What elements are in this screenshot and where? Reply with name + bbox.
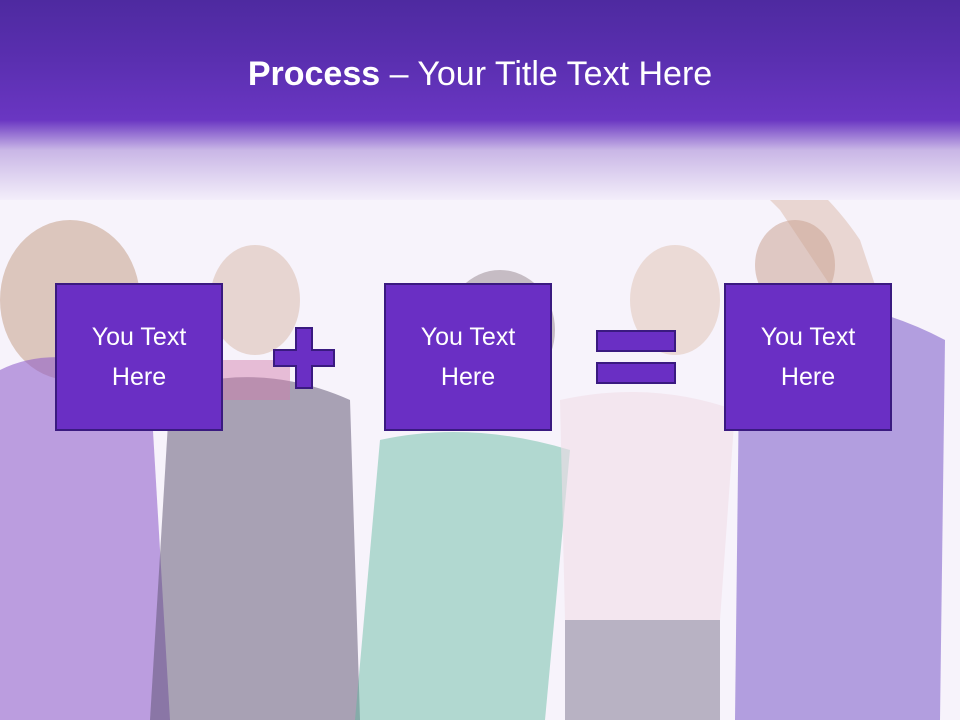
- title-bold: Process: [247, 55, 381, 93]
- process-box-3-label: You Text Here: [760, 323, 856, 391]
- header-band: [0, 0, 960, 200]
- equals-icon: [596, 330, 676, 384]
- process-box-2-label: You Text Here: [420, 323, 516, 391]
- plus-icon: [273, 327, 335, 389]
- process-box-2: You Text Here: [384, 283, 552, 431]
- slide-title: Process – Your Title Text Here: [0, 52, 960, 96]
- process-box-3: You Text Here: [724, 283, 892, 431]
- title-rest: – Your Title Text Here: [380, 55, 713, 93]
- process-box-1-label: You Text Here: [91, 323, 187, 391]
- process-box-1: You Text Here: [55, 283, 223, 431]
